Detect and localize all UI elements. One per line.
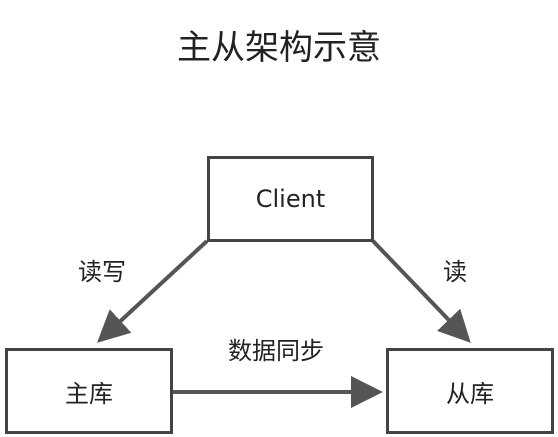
slave-node-label: 从库	[446, 379, 494, 408]
arrow-client-to-master	[97, 239, 209, 343]
edge-label-read: 读	[443, 258, 467, 286]
master-node-label: 主库	[65, 379, 113, 408]
diagram-title: 主从架构示意	[177, 28, 381, 68]
edge-label-read-write: 读写	[78, 258, 126, 286]
slave-node: 从库	[386, 348, 554, 434]
client-node: Client	[207, 156, 374, 242]
edge-label-data-sync: 数据同步	[228, 337, 324, 365]
client-node-label: Client	[255, 185, 326, 213]
master-node: 主库	[5, 348, 173, 434]
arrow-client-to-slave	[371, 239, 471, 343]
